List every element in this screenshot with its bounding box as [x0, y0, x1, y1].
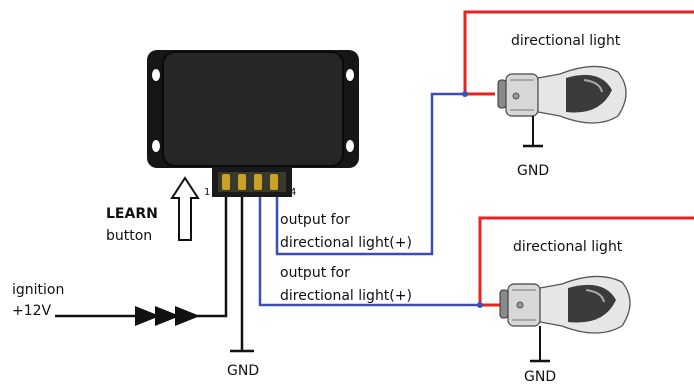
red-wire-top — [463, 10, 694, 96]
bulb-top — [497, 65, 627, 148]
output-2-line1: output for — [280, 265, 350, 281]
light-2-label: directional light — [513, 239, 623, 255]
output-2-line2: directional light(+) — [280, 288, 412, 304]
ignition-voltage-label: +12V — [12, 303, 52, 319]
junction-dot-top — [462, 91, 468, 97]
learn-label: LEARN — [106, 206, 158, 222]
ignition-label: ignition — [12, 282, 65, 298]
bulb-bottom — [499, 275, 631, 363]
ignition-wire — [55, 196, 228, 318]
learn-sub-label: button — [106, 228, 153, 244]
device-gnd-label: GND — [227, 363, 260, 379]
device-box — [147, 50, 359, 197]
light-1-gnd-label: GND — [517, 163, 550, 179]
output-wire-1 — [275, 92, 465, 256]
output-wire-2 — [258, 196, 480, 307]
pin-label-1: 1 — [204, 187, 211, 198]
light-2-gnd-label: GND — [524, 369, 557, 385]
light-1-label: directional light — [511, 33, 621, 49]
output-1-line1: output for — [280, 212, 350, 228]
learn-arrow-icon — [170, 176, 200, 241]
red-wire-bottom — [478, 216, 694, 307]
output-1-line2: directional light(+) — [280, 235, 412, 251]
junction-dot-bottom — [477, 302, 483, 308]
ignition-arrows — [135, 306, 200, 326]
pin-label-4: 4 — [290, 187, 297, 198]
